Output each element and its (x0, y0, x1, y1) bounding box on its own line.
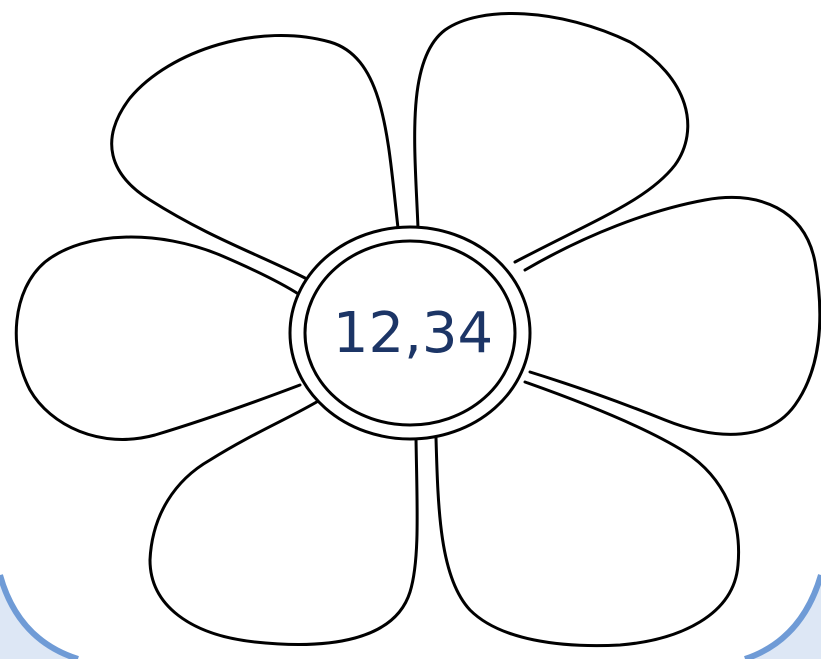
center-number: 12,34 (333, 301, 493, 366)
petal-bottom-left (150, 400, 417, 644)
petal-left (16, 237, 300, 439)
